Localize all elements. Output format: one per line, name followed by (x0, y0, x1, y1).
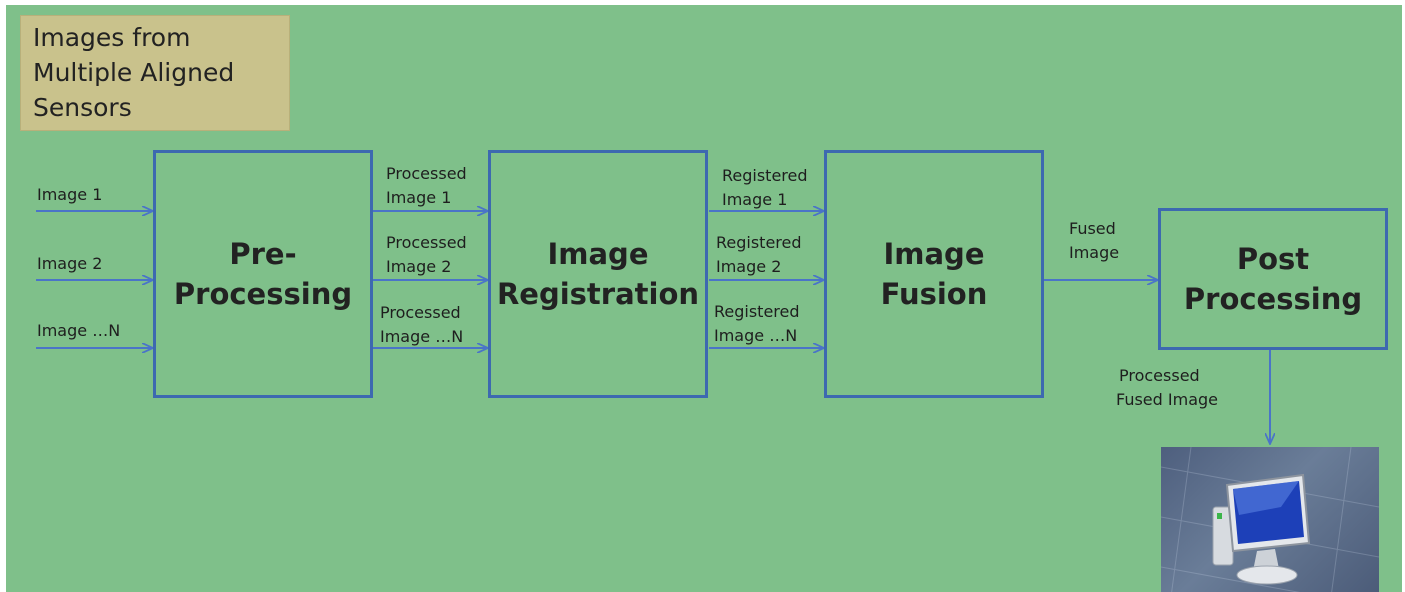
processed-fused-label-line-2: Fused Image (1116, 390, 1218, 409)
title-line-3: Sensors (33, 93, 132, 122)
input-label-2: Image 2 (37, 254, 103, 273)
processed-label-1-line-2: Image 1 (386, 188, 452, 207)
processed-label-n-line-1: Processed (380, 303, 461, 322)
diagram-canvas: Images from Multiple Aligned Sensors Pre… (6, 5, 1402, 592)
title-line-2: Multiple Aligned (33, 58, 235, 87)
postprocessing-box: Post Processing (1158, 208, 1388, 350)
processed-fused-label: Processed Fused Image (1116, 364, 1218, 412)
input-label-1: Image 1 (37, 185, 103, 204)
processed-label-n-line-2: Image …N (380, 327, 464, 346)
fused-label-line-2: Image (1069, 243, 1120, 262)
postprocessing-line-2: Processing (1183, 282, 1363, 316)
fusion-line-1: Image (883, 237, 985, 271)
title-line-1: Images from (33, 23, 191, 52)
registered-label-2: Registered Image 2 (716, 231, 802, 279)
fused-label-line-1: Fused (1069, 219, 1116, 238)
processed-label-2-line-1: Processed (386, 233, 467, 252)
preprocessing-line-2: Processing (173, 277, 353, 311)
processed-label-2: Processed Image 2 (386, 231, 467, 279)
arrows-layer (36, 5, 1402, 592)
registered-label-1-line-2: Image 1 (722, 190, 788, 209)
registered-label-n-line-2: Image …N (714, 326, 798, 345)
registered-label-1: Registered Image 1 (722, 164, 808, 212)
registered-label-n-line-1: Registered (714, 302, 800, 321)
computer-monitor-icon (1161, 447, 1379, 592)
processed-label-2-line-2: Image 2 (386, 257, 452, 276)
fusion-line-2: Fusion (880, 277, 988, 311)
registered-label-2-line-2: Image 2 (716, 257, 782, 276)
preprocessing-line-1: Pre- (229, 237, 297, 271)
title-box: Images from Multiple Aligned Sensors (20, 15, 290, 131)
registered-label-1-line-1: Registered (722, 166, 808, 185)
registered-label-2-line-1: Registered (716, 233, 802, 252)
registration-line-1: Image (547, 237, 649, 271)
input-label-n: Image …N (37, 321, 121, 340)
processed-label-n: Processed Image …N (380, 301, 463, 349)
processed-label-1: Processed Image 1 (386, 162, 467, 210)
preprocessing-box: Pre- Processing (153, 150, 373, 398)
registration-line-2: Registration (496, 277, 700, 311)
monitor-illustration (1161, 447, 1379, 592)
processed-fused-label-line-1: Processed (1119, 366, 1200, 385)
fusion-box: Image Fusion (824, 150, 1044, 398)
processed-label-1-line-1: Processed (386, 164, 467, 183)
fused-label: Fused Image (1069, 217, 1119, 265)
postprocessing-line-1: Post (1236, 242, 1310, 276)
registered-label-n: Registered Image …N (714, 300, 800, 348)
registration-box: Image Registration (488, 150, 708, 398)
